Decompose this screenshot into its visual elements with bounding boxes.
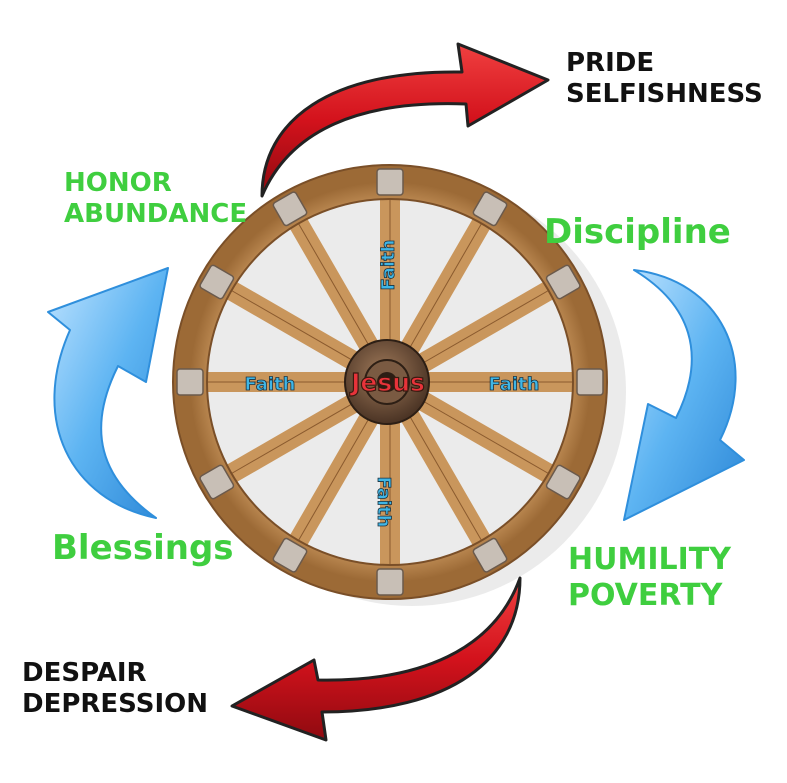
label-despair-depression: DESPAIR DEPRESSION (22, 658, 208, 720)
label-honor-abundance: HONOR ABUNDANCE (64, 168, 247, 230)
rim-plate (576, 368, 604, 396)
rim-plate (272, 537, 308, 573)
rim-plate (376, 568, 404, 596)
rim-plate (545, 264, 581, 300)
rim-plate (376, 168, 404, 196)
rim-plate (545, 464, 581, 500)
rim-plates (176, 168, 604, 596)
label-despair: DESPAIR (22, 658, 147, 688)
label-humility: HUMILITY (568, 542, 731, 577)
spoke-label-right: Faith (489, 374, 540, 395)
blue-arrow-right (623, 269, 745, 521)
wagon-wheel (172, 164, 608, 600)
label-honor: HONOR (64, 168, 172, 198)
label-poverty: POVERTY (568, 578, 723, 613)
rim-plate (472, 537, 508, 573)
label-humility-poverty: HUMILITY POVERTY (568, 542, 731, 614)
blue-arrow-left (47, 267, 169, 519)
rim-plate (199, 464, 235, 500)
rim-plate (176, 368, 204, 396)
red-arrow-bottom (230, 576, 522, 742)
label-discipline: Discipline (544, 212, 731, 252)
label-depression: DEPRESSION (22, 689, 208, 720)
spoke-label-left: Faith (245, 374, 296, 395)
label-pride: PRIDE (566, 48, 655, 78)
label-selfishness: SELFISHNESS (566, 79, 763, 110)
label-blessings: Blessings (52, 528, 234, 568)
spoke-label-bottom: Faith (373, 477, 394, 528)
rim-plate (199, 264, 235, 300)
label-abundance: ABUNDANCE (64, 199, 248, 230)
rim-plate (272, 191, 308, 227)
label-pride-selfishness: PRIDE SELFISHNESS (566, 48, 763, 110)
red-arrow-top (260, 42, 550, 198)
rim-plate (472, 191, 508, 227)
spoke-label-top: Faith (378, 240, 399, 291)
hub-label: Jesus (349, 368, 425, 397)
